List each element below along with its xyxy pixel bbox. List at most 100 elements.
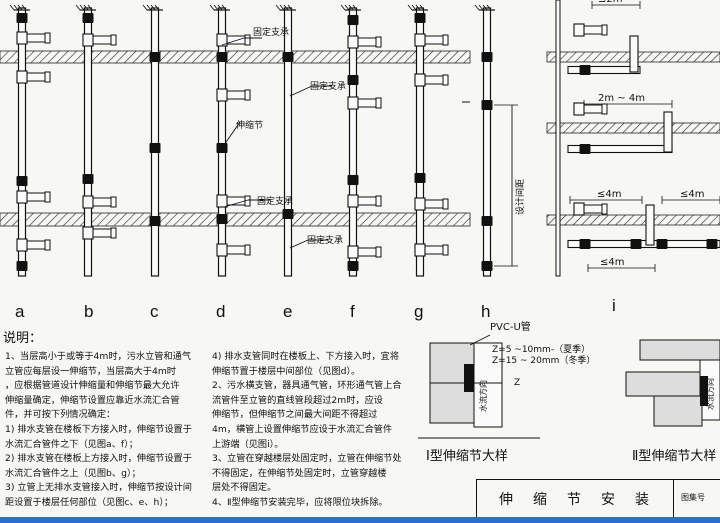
fixed-support-label-2: 固定支承	[310, 80, 346, 92]
riser-pipe-a	[17, 7, 27, 277]
dimension-le4m-right-label: ≤4m	[680, 189, 704, 200]
notes-right-column: 4) 排水支管同时在楼板上、下方接入时，宜将 伸缩节置于楼层中间部位（见图d）。…	[212, 350, 402, 511]
expansion-joint-icon	[481, 100, 493, 110]
riser-pipe-c	[150, 7, 160, 277]
pvc-u-label: PVC-U管	[490, 320, 531, 333]
detail1-lower-socket	[429, 382, 475, 424]
expansion-joint-icon	[16, 176, 28, 186]
floor-slab-i-mid	[546, 122, 720, 134]
note-line: 2) 排水支管在楼板上方接入时，伸缩节设置于	[5, 453, 192, 465]
note-line: 层处不得固定。	[212, 482, 277, 494]
fixed-support-label-1: 固定支承	[253, 26, 289, 38]
branch-connection-icon	[216, 88, 251, 102]
riser-pipe-h	[482, 7, 492, 277]
floor-slab-lower	[0, 212, 471, 227]
branch-connection-icon	[573, 202, 608, 216]
branch-pipe-i1	[567, 65, 641, 75]
dimension-2to4m-label: 2m ~ 4m	[598, 93, 645, 104]
sheet-number-label: 图集号	[681, 493, 705, 502]
expansion-joint-icon	[347, 175, 359, 185]
branch-connection-icon	[414, 33, 449, 47]
water-flow-label-1: 水流方向	[478, 380, 488, 412]
z-label: Z	[514, 378, 520, 388]
water-flow-label-2: 水流方向	[705, 378, 715, 410]
dimension-le2m-label: ≤2m	[598, 0, 622, 5]
floor-slab-upper	[0, 50, 471, 64]
branch-connection-icon	[573, 23, 608, 37]
notes-left-column: 1、当层高小于或等于4m时，污水立管和通气 立管应每层设一伸缩节，当层高大于4m…	[5, 350, 192, 511]
column-label-g: g	[414, 302, 424, 321]
expansion-joint-icon	[149, 52, 161, 62]
riser-pipe-i1	[629, 35, 639, 73]
riser-pipe-b	[83, 7, 93, 277]
note-line: 水流汇合管件之下（见图a、f）；	[5, 438, 138, 450]
notes-heading: 说明：	[3, 331, 43, 346]
branch-connection-icon	[347, 194, 382, 208]
column-label-c: c	[150, 302, 159, 321]
branch-connection-icon	[16, 238, 51, 252]
detail1-title: Ⅰ型伸缩节大样	[426, 448, 508, 464]
riser-pipe-i3	[645, 204, 655, 246]
expansion-joint-icon	[347, 261, 359, 271]
expansion-joint-icon	[414, 173, 426, 183]
note-line: 立管应每层设一伸缩节，当层高大于4m时	[5, 365, 176, 377]
column-label-b: b	[84, 302, 94, 321]
note-line: 上游端（见图i）。	[212, 438, 284, 450]
branch-pipe-i3	[567, 239, 720, 249]
riser-pipe-g	[415, 7, 425, 277]
note-line: 4m，横管上设置伸缩节应设于水流汇合管件	[212, 423, 393, 435]
branch-connection-icon	[414, 243, 449, 257]
expansion-joint-icon	[579, 65, 591, 75]
detail-type-1	[418, 342, 540, 439]
bottom-bar	[0, 517, 720, 523]
expansion-joint-icon	[149, 143, 161, 153]
leader-line	[289, 239, 309, 249]
dimension-le4m-bottom-label: ≤4m	[600, 257, 624, 268]
expansion-joint-icon	[630, 239, 642, 249]
floor-slab-i-bottom	[546, 214, 720, 226]
detail1-pipe	[473, 342, 503, 384]
title-block: 伸缩节安装 图集号	[476, 479, 720, 518]
expansion-joint-icon	[282, 52, 294, 62]
note-line: 不得固定，在伸缩节处固定时，立管穿越楼	[212, 467, 387, 479]
branch-connection-icon	[414, 197, 449, 211]
note-line: 1、当层高小于或等于4m时，污水立管和通气	[5, 351, 192, 362]
note-line: 1) 排水支管在楼板下方接入时，伸缩节设置于	[5, 423, 192, 435]
note-line: 伸缩节，但伸缩节之间最大间距不得超过	[212, 409, 378, 421]
note-line: ，应根据管道设计伸缩量和伸缩节最大允许	[5, 380, 180, 392]
expansion-joint-icon	[216, 214, 228, 224]
note-line: 2、污水横支管，器具通气管，环形通气管上合	[212, 380, 402, 392]
note-line: 3) 立管上无排水支管接入时，伸缩节按设计间	[5, 482, 192, 494]
branch-connection-icon	[347, 96, 382, 110]
expansion-joint-icon	[347, 75, 359, 85]
note-line: 流管件至立管的直线管段超过2m时，应设	[212, 394, 383, 406]
branch-connection-icon	[347, 35, 382, 49]
branch-connection-icon	[573, 102, 608, 116]
expansion-joint-icon	[82, 13, 94, 23]
design-spacing-label: 设计间距	[514, 179, 526, 215]
fixed-support-label-4: 固定支承	[307, 234, 343, 246]
title-char: 缩	[533, 492, 547, 508]
detail-type-2	[625, 339, 720, 427]
branch-connection-icon	[216, 243, 251, 257]
title-char: 伸	[499, 492, 513, 508]
branch-connection-icon	[347, 245, 382, 259]
leader-line	[223, 199, 249, 208]
column-label-d: d	[216, 302, 226, 321]
riser-pipe-f	[348, 7, 358, 277]
drawing-title: 伸缩节安装	[499, 489, 649, 509]
note-line: 伸缩节置于楼层中间部位（见图d）。	[212, 365, 361, 377]
dimension-le4m-left-label: ≤4m	[597, 189, 621, 200]
expansion-joint-icon	[706, 239, 718, 249]
branch-connection-icon	[16, 190, 51, 204]
expansion-joint-icon	[16, 13, 28, 23]
column-label-h: h	[481, 302, 491, 321]
title-char: 装	[635, 492, 649, 508]
leader-line	[221, 121, 241, 149]
expansion-joint-icon	[149, 216, 161, 226]
branch-connection-icon	[82, 195, 117, 209]
z-summer-label: Z=5 ~10mm-（夏季）	[492, 343, 590, 355]
expansion-joint-label: 伸缩节	[236, 119, 263, 131]
branch-connection-icon	[216, 33, 251, 47]
expansion-joint-icon	[216, 52, 228, 62]
